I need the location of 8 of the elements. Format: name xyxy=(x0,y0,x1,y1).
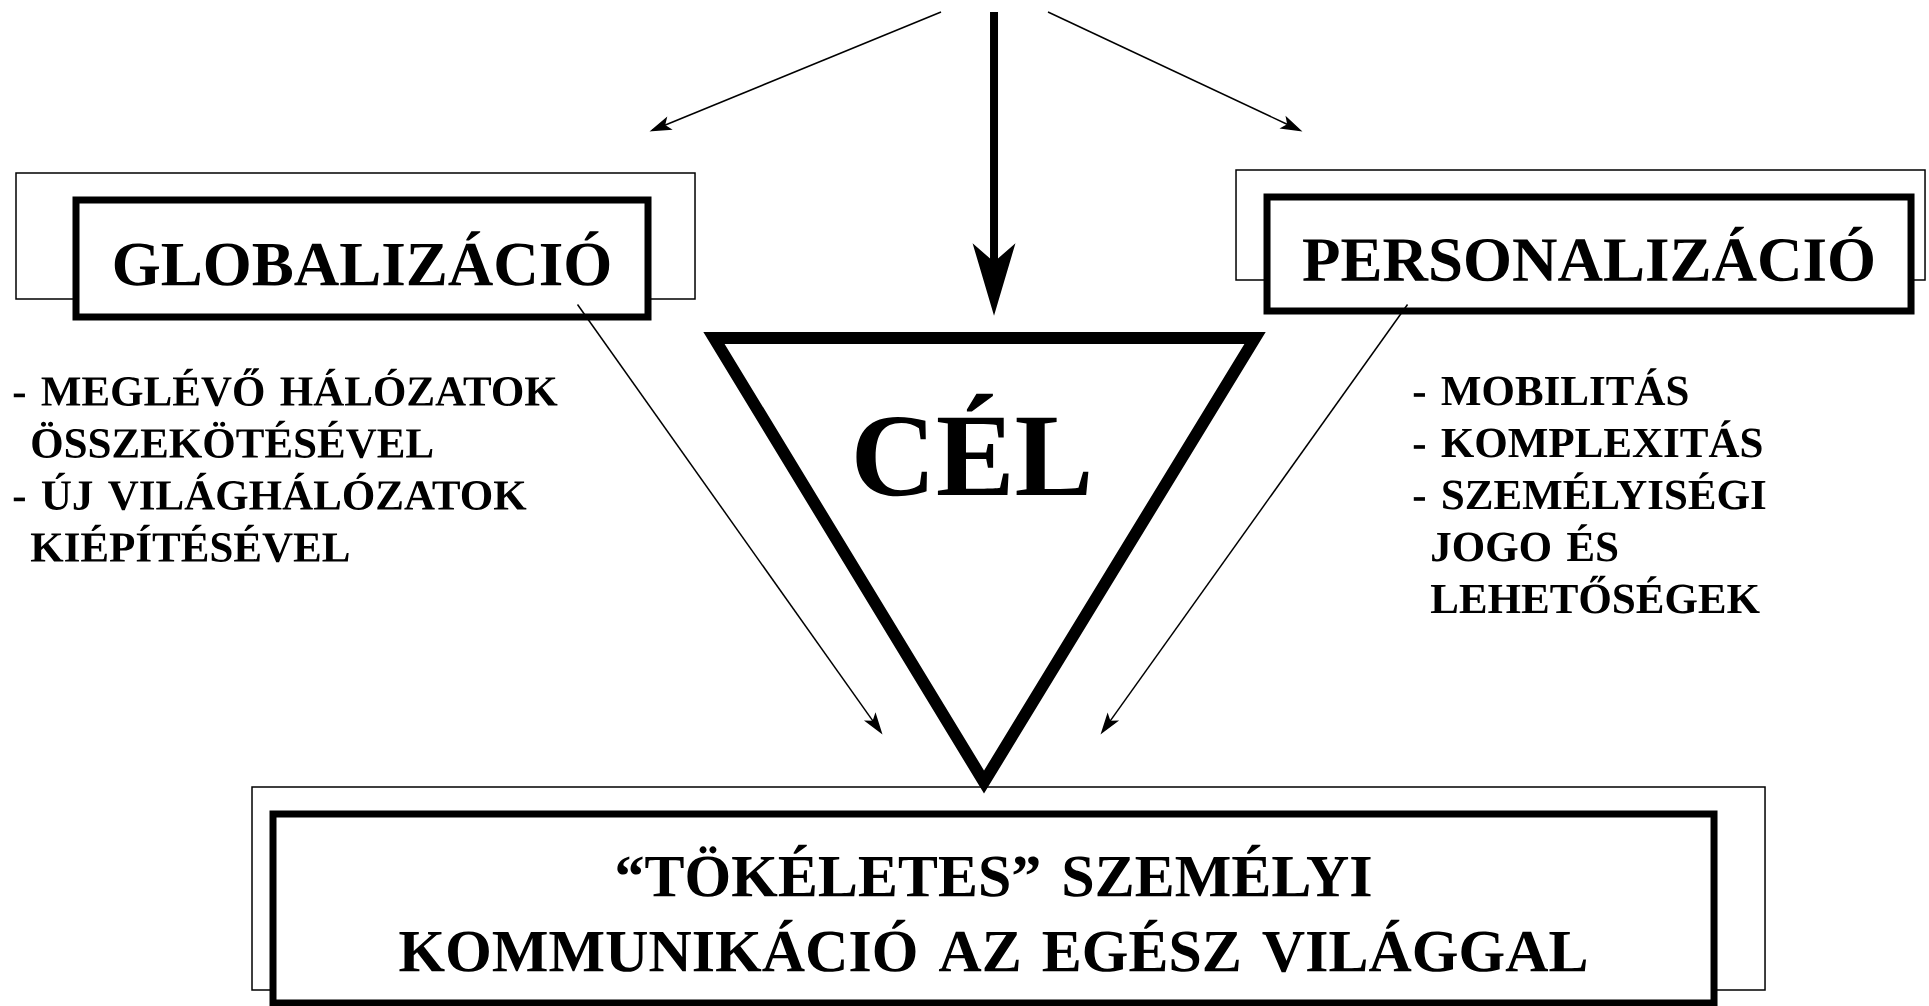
label-box: PERSONALIZÁCIÓ xyxy=(1235,169,1926,315)
list-item: - KOMPLEXITÁS xyxy=(1413,420,1762,458)
list-item: - SZEMÉLYISÉGI JOGO ÉS LEHETŐSÉGEK xyxy=(1413,472,1766,614)
label-box: GLOBALIZÁCIÓ xyxy=(15,172,696,321)
list-item: - MOBILITÁS xyxy=(1413,368,1688,406)
list-item: - ÚJ VILÁGHÁLÓZATOK KIÉPÍTÉSÉVEL xyxy=(13,472,527,563)
list-item: - MEGLÉVŐ HÁLÓZATOK ÖSSZEKÖTÉSÉVEL xyxy=(13,368,558,459)
label-box: “TÖKÉLETES” SZEMÉLYI KOMMUNIKÁCIÓ AZ EGÉSZ VILÁGGAL xyxy=(251,786,1766,1006)
